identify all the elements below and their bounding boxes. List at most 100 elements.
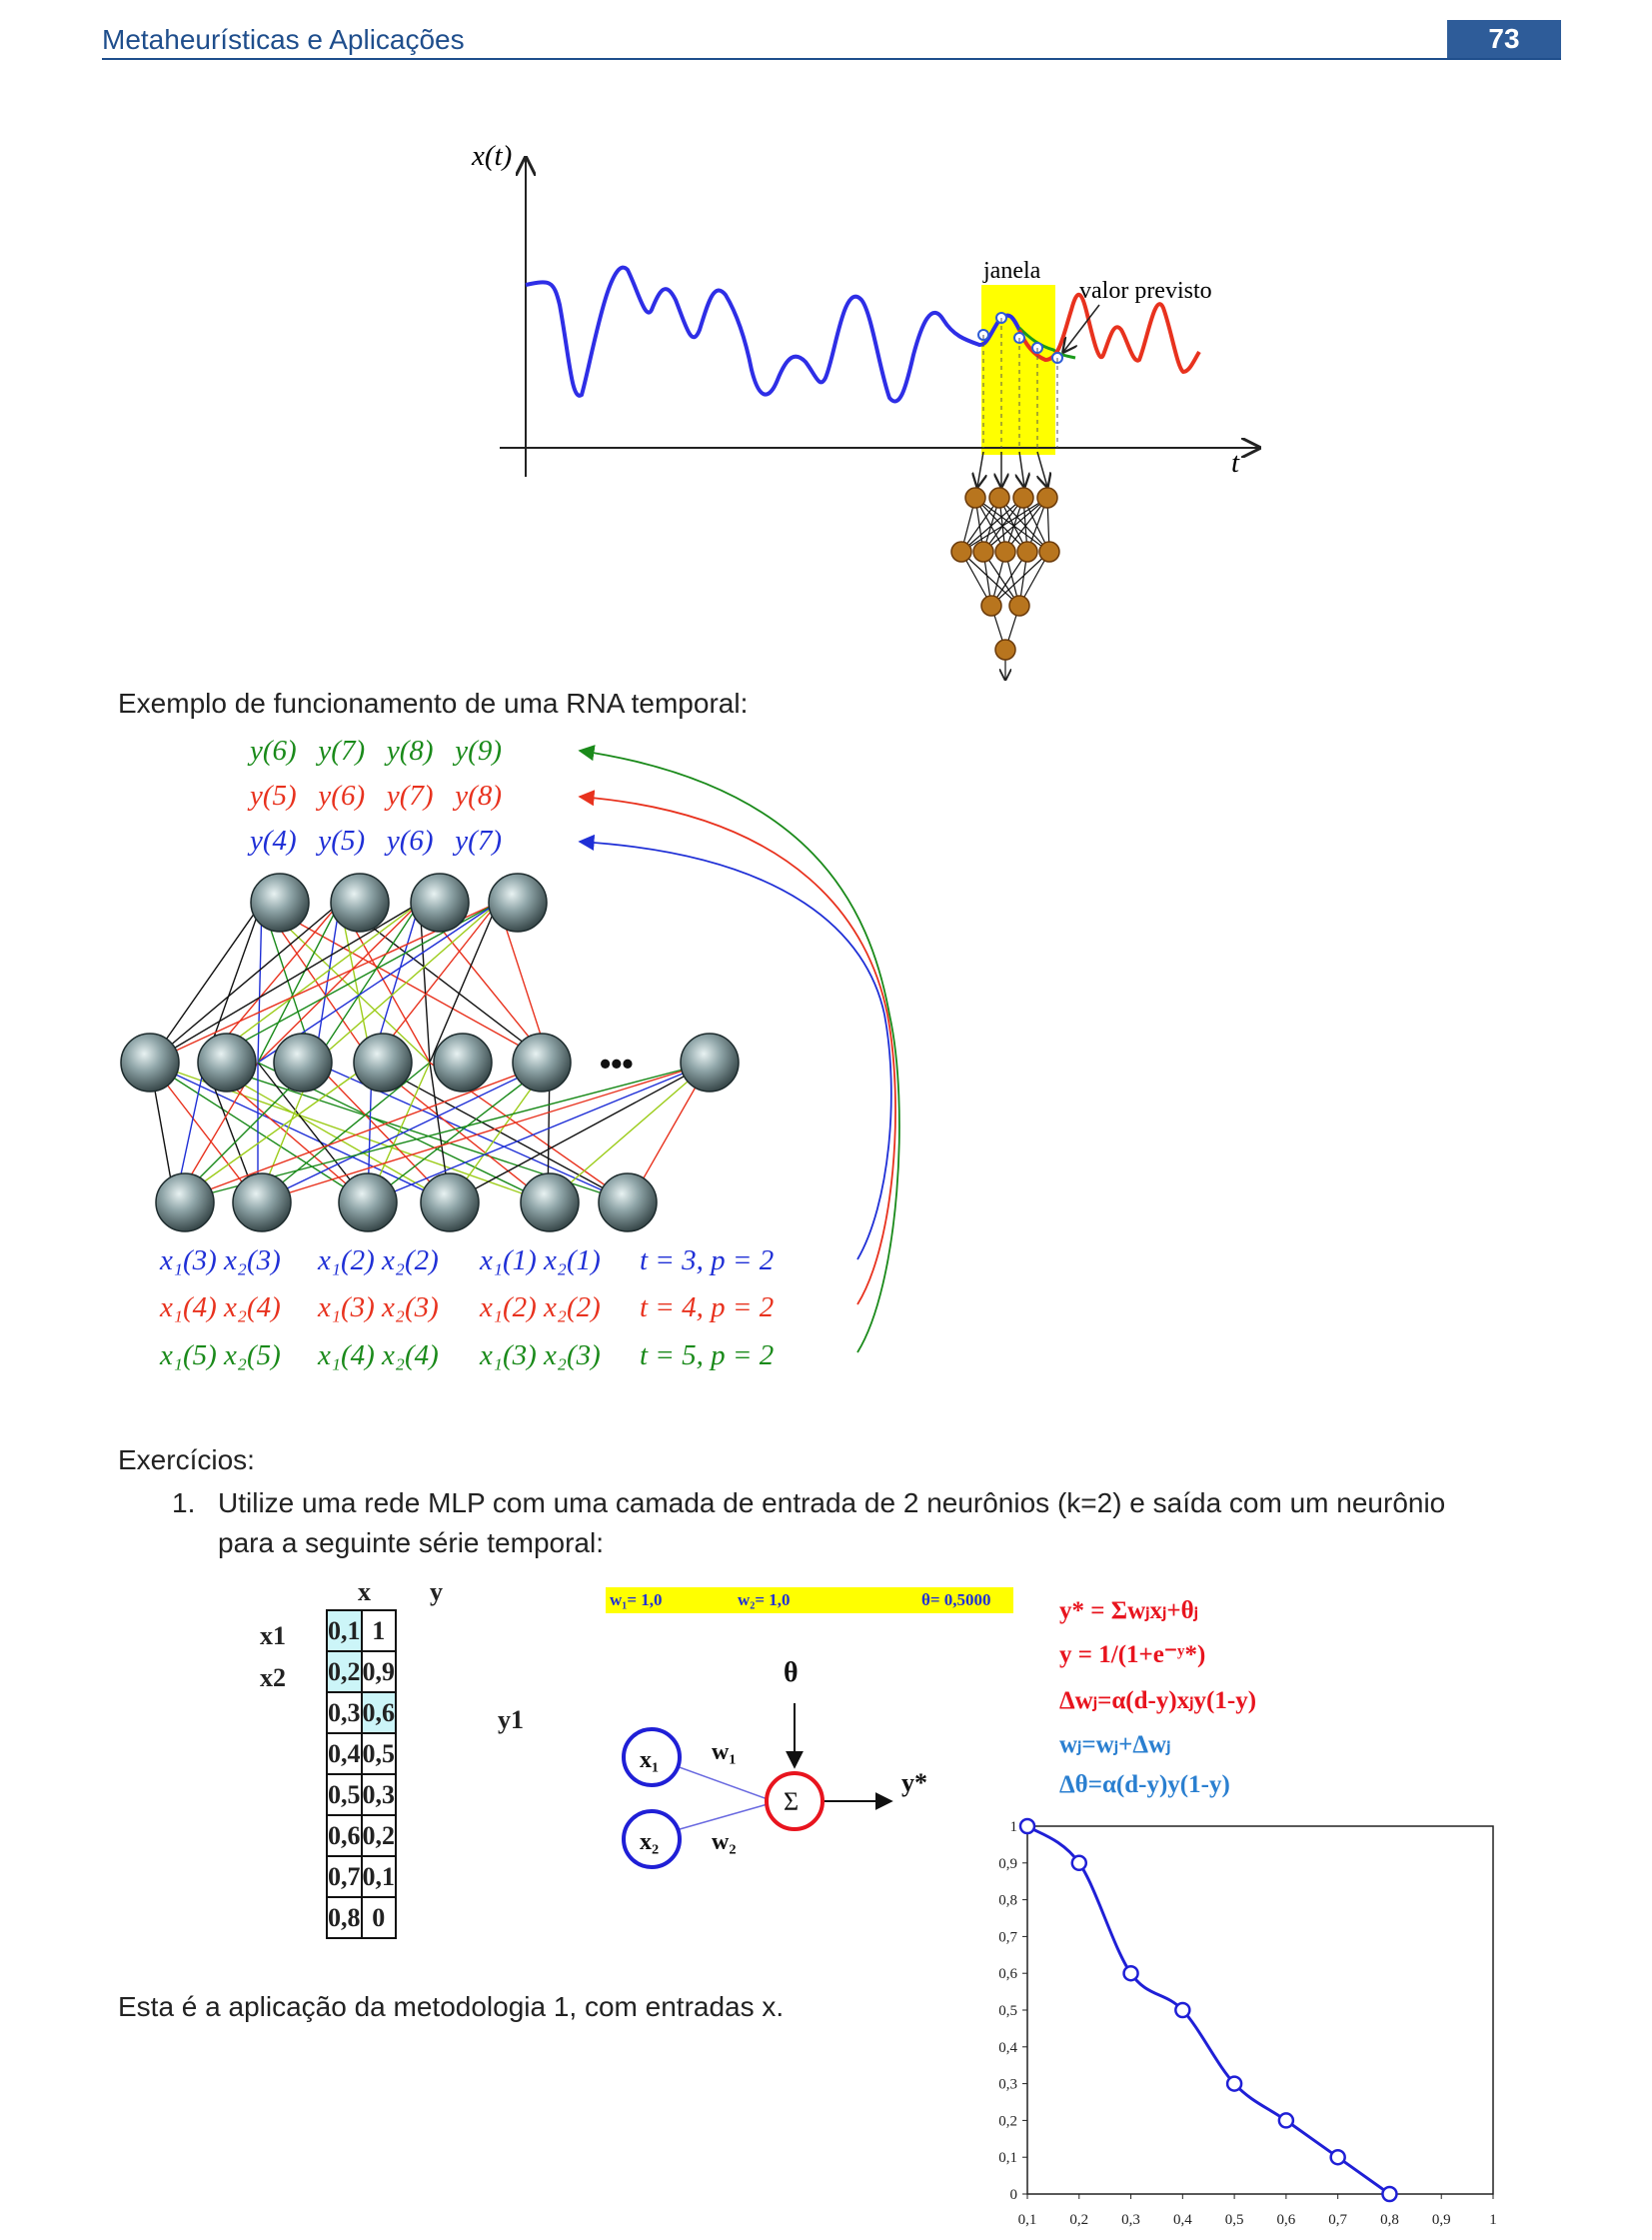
- x-axis-label: t: [1231, 447, 1240, 479]
- predicted-value-label: valor previsto: [1079, 278, 1212, 304]
- x-tick-label: 0,8: [1380, 2212, 1399, 2228]
- x-tick-label: 0,4: [1173, 2212, 1192, 2228]
- formula-weight-update: wⱼ=wⱼ+Δwⱼ: [1059, 1731, 1171, 1758]
- cell-x: 0,5: [326, 1773, 363, 1816]
- input-row-3-params: t = 5, p = 2: [640, 1339, 774, 1371]
- exercise-text-line1: Utilize uma rede MLP com uma camada de e…: [218, 1487, 1446, 1518]
- data-point: [1018, 1817, 1036, 1835]
- cell-x: 0,1: [326, 1609, 363, 1652]
- cell-y: 0,2: [360, 1814, 397, 1857]
- cell-x: 0,2: [326, 1650, 363, 1693]
- cell-x: 0,7: [326, 1855, 363, 1898]
- window-to-network-arrows: [977, 451, 1047, 487]
- input-row-1-group-1: x₁(3) x₂(3): [159, 1244, 281, 1276]
- row-label-x1: x1: [260, 1621, 286, 1650]
- feedback-curve-green: [578, 745, 900, 1353]
- input-row-3-group-1: x₁(5) x₂(5): [159, 1339, 281, 1371]
- x-tick-label: 0,9: [1432, 2212, 1451, 2228]
- feedback-curve-red: [578, 790, 896, 1305]
- y-tick-label: 0,8: [998, 1893, 1017, 1909]
- header-title: Metaheurísticas e Aplicações: [102, 24, 465, 55]
- input-row-3-group-3: x₁(3) x₂(3): [479, 1339, 601, 1371]
- y-tick-label: 0,3: [998, 2077, 1017, 2093]
- cell-y: 0,6: [360, 1691, 397, 1734]
- x-tick-label: 1: [1489, 2212, 1497, 2228]
- predicted-arrow: [1063, 304, 1100, 352]
- sum-node: [765, 1771, 825, 1831]
- formula-weighted-sum: y* = Σwⱼxⱼ+θⱼ: [1059, 1597, 1199, 1624]
- input-x2-node: [622, 1809, 682, 1869]
- y-tick-label: 0,6: [998, 1966, 1017, 1982]
- input-row-1-params: t = 3, p = 2: [640, 1244, 774, 1276]
- exercise-number: 1.: [172, 1487, 196, 1518]
- y-axis-ticks: 00,10,20,30,40,50,60,70,80,91: [998, 1819, 1027, 2203]
- plot-area: [1026, 1825, 1494, 2195]
- data-point: [1122, 1964, 1139, 1982]
- param-w2: w₂= 1,0: [738, 1590, 791, 1609]
- input-row-2-group-1: x₁(4) x₂(4): [159, 1291, 281, 1323]
- cell-y: 0: [360, 1896, 397, 1939]
- output-label: y*: [901, 1768, 927, 1797]
- x1-label: x₁: [640, 1747, 659, 1773]
- formula-activation: y = 1/(1+e⁻ʸ*): [1059, 1641, 1206, 1668]
- cell-y: 0,9: [360, 1650, 397, 1693]
- formula-delta-theta: Δθ=α(d-y)y(1-y): [1059, 1771, 1230, 1798]
- series-line: [1026, 1824, 1391, 2196]
- x-tick-label: 0,6: [1277, 2212, 1296, 2228]
- output-layer-nodes: [250, 873, 548, 933]
- hidden-layer-nodes: [120, 1033, 740, 1093]
- cell-x: 0,6: [326, 1814, 363, 1857]
- small-network-nodes: [950, 487, 1060, 661]
- data-point: [1329, 2148, 1346, 2166]
- time-series-figure: x(t) t janela valor previsto: [471, 140, 1289, 700]
- x-tick-label: 0,2: [1069, 2212, 1088, 2228]
- running-header: Metaheurísticas e Aplicações 73: [102, 20, 1561, 62]
- header-rule: [102, 58, 1561, 60]
- parameters-bar: w₁= 1,0 w₂= 1,0 θ= 0,5000: [606, 1587, 1013, 1613]
- input-row-1-group-3: x₁(1) x₂(1): [479, 1244, 601, 1276]
- window-label: janela: [982, 258, 1041, 284]
- row-label-x2: x2: [260, 1663, 286, 1692]
- cell-y: 0,1: [360, 1855, 397, 1898]
- y-tick-label: 0,2: [998, 2113, 1017, 2129]
- exercise-text-line2: para a seguinte série temporal:: [218, 1527, 604, 1558]
- y-tick-label: 0,5: [998, 2003, 1017, 2019]
- input-row-1-group-2: x₁(2) x₂(2): [317, 1244, 439, 1276]
- section-caption: Exemplo de funcionamento de uma RNA temp…: [118, 688, 749, 719]
- drop-lines: [982, 318, 1058, 448]
- y-tick-label: 0,7: [998, 1929, 1017, 1945]
- output-row-1: y(6) y(7) y(8) y(9): [247, 735, 502, 767]
- param-theta: θ= 0,5000: [921, 1590, 991, 1609]
- sum-symbol: Σ: [784, 1787, 799, 1816]
- row-label-y1: y1: [498, 1705, 524, 1734]
- y-tick-label: 1: [1010, 1819, 1018, 1835]
- temporal-network-figure: y(6) y(7) y(8) y(9) y(5) y(6) y(7) y(8) …: [120, 735, 900, 1371]
- param-w1: w₁= 1,0: [610, 1590, 663, 1609]
- col-header-x: x: [358, 1577, 371, 1606]
- formula-delta-w: Δwⱼ=α(d-y)xⱼy(1-y): [1059, 1687, 1257, 1714]
- hidden-ellipsis: •••: [600, 1046, 634, 1082]
- y-axis-label: x(t): [471, 140, 512, 172]
- w1-label: w₁: [712, 1739, 737, 1765]
- cell-x: 0,4: [326, 1732, 363, 1775]
- feedback-curve-blue: [578, 834, 892, 1260]
- input-row-2-params: t = 4, p = 2: [640, 1291, 774, 1323]
- y-tick-label: 0: [1010, 2187, 1018, 2203]
- exercises-heading: Exercícios:: [118, 1444, 255, 1475]
- perceptron-diagram: x₁ x₂ Σ θ w₁ w₂ y*: [622, 1657, 927, 1869]
- window-highlight: [981, 285, 1055, 455]
- y-tick-label: 0,9: [998, 1856, 1017, 1872]
- x-tick-label: 0,5: [1225, 2212, 1244, 2228]
- cell-y: 1: [360, 1609, 397, 1652]
- x-tick-label: 0,1: [1018, 2212, 1037, 2228]
- x-tick-label: 0,3: [1121, 2212, 1140, 2228]
